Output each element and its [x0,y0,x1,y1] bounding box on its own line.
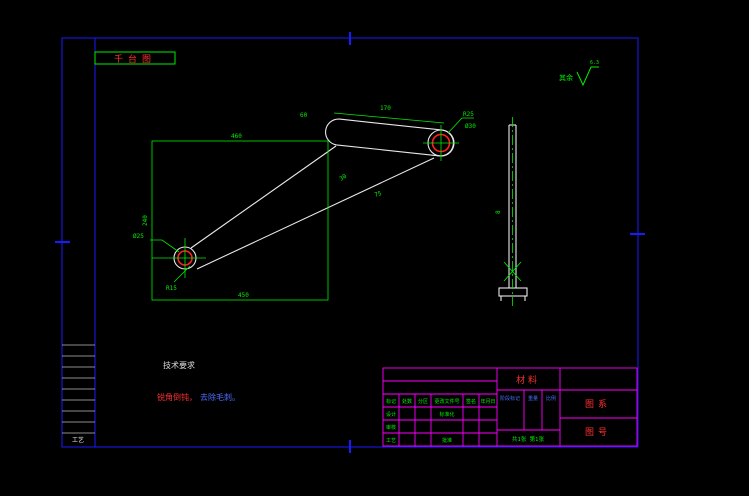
top-strip-box [94,51,176,65]
leader-lower-boss [150,239,180,253]
main-view [152,118,459,278]
center-crosses [152,125,459,278]
material-label: 材料 [516,374,540,386]
dim-text-lboss-r: R15 [166,285,177,292]
link-edge-upper [190,145,337,249]
roughness-value: 6.3 [590,60,599,66]
fig-series-label: 图系 [585,399,611,410]
part-outline [173,118,455,270]
dim-text-side-t: 8 [495,210,502,214]
design-label: 设计 [386,411,396,418]
top-strip-label: 千台图 [114,53,156,65]
process-label: 工艺 [386,438,396,444]
dim-text-lboss-d: Ø25 [133,233,144,240]
side-view [498,117,528,306]
dim-text-boss-r: R25 [463,111,474,118]
dimension-texts: 170 60 R25 Ø30 460 240 450 30 75 Ø25 R15… [133,105,502,299]
dim-text-rect-h: 240 [142,215,149,226]
title-block-grid [382,367,638,447]
stage-weight-scale: 阶段标记 重量 比例 [500,395,556,402]
title-block: 材料 图系 图号 标记 处数 分区 更改文件号 签名 年月日 设计 标准化 审核… [382,367,638,447]
surface-roughness-note: 其余 6.3 [559,60,599,87]
col-zone: 分区 [418,398,428,405]
roughness-note-text: 其余 [559,73,573,82]
tech-req-title: 技术要求 [163,360,195,370]
col-date: 年月日 [480,398,495,405]
dim-top-slot [333,112,445,124]
drawing-frame [55,32,645,453]
technical-requirements: 技术要求 锐角倒钝， 去除毛刺。 [157,360,240,402]
outer-border [61,37,639,448]
dim-text-boss-d: Ø30 [465,123,476,130]
approve-label: 批准 [442,437,452,444]
col-count: 处数 [402,398,412,405]
weight-label: 重量 [528,395,538,402]
check-label: 审核 [386,424,396,431]
dimension-lines [150,112,474,301]
leader-lower-boss-r [173,265,191,283]
side-base [498,287,528,297]
tech-req-line-red: 锐角倒钝， [157,392,197,402]
dim-text-diag1: 30 [338,173,348,183]
stage-label: 阶段标记 [500,395,520,402]
change-record-row: 标记 处数 分区 更改文件号 签名 年月日 [386,398,496,405]
standard-label: 标准化 [439,411,454,418]
fig-no-label: 图号 [585,427,611,438]
col-sign: 签名 [466,398,476,405]
side-cross-2 [503,261,522,282]
col-mark: 标记 [386,398,396,405]
side-outline [498,124,528,301]
dim-rect [151,140,329,301]
side-marks [503,117,522,306]
scale-label: 比例 [546,395,556,402]
dim-text-top-len: 170 [380,105,391,112]
roughness-symbol-icon [576,66,599,87]
leader-upper-boss [447,117,474,134]
signature-rows: 设计 标准化 审核 工艺 批准 [386,411,455,444]
dim-text-rect-w: 460 [231,133,242,140]
link-edge-lower [196,157,435,270]
dim-text-slot-w: 60 [300,112,308,119]
dim-text-bottom-len: 450 [238,292,249,299]
top-title-strip: 千台图 [94,51,176,65]
dim-text-diag2: 75 [374,190,383,199]
sheets-label: 共1张 第1张 [512,435,544,443]
col-docno: 更改文件号 [434,398,459,405]
binding-strip-label: 工艺 [72,436,84,444]
left-binding-strip: 工艺 [62,344,95,444]
tech-req-line-blue: 去除毛刺。 [200,392,240,402]
holes [177,133,451,266]
